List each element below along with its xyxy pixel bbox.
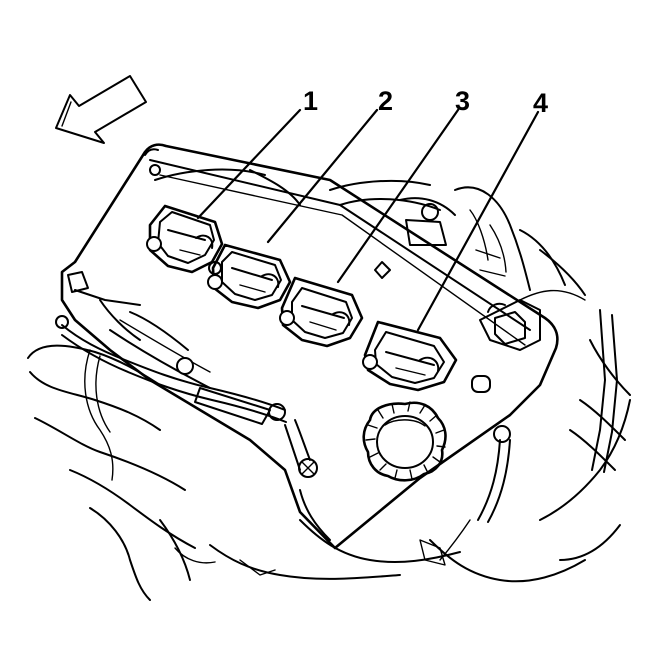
ignition-coil-2: [207, 243, 292, 310]
callout-2: 2: [378, 86, 393, 116]
oil-filler-cap: [362, 401, 447, 482]
callout-3: 3: [455, 86, 470, 116]
ignition-coil-1: [146, 204, 224, 275]
ignition-coil-4: [362, 320, 458, 392]
direction-arrow: [55, 75, 147, 144]
leader-lines: [196, 108, 540, 332]
cam-cover: [60, 143, 559, 550]
ignition-coil-3: [279, 276, 364, 348]
wire-harness: [61, 324, 511, 576]
callout-1: 1: [303, 86, 318, 116]
callout-4: 4: [533, 88, 548, 118]
engine-block-outline: [27, 168, 631, 601]
